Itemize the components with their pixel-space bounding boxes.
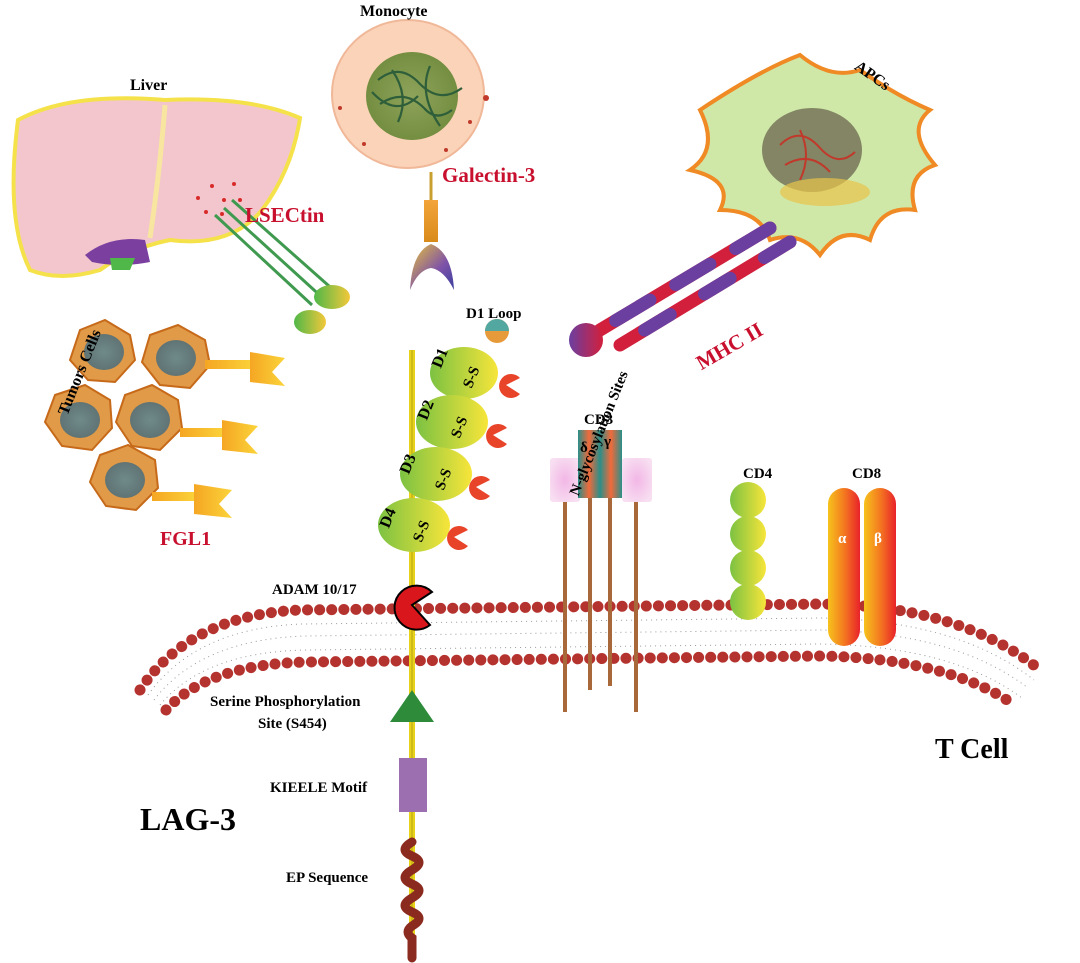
liver-dots xyxy=(196,182,242,216)
mhc-ii-molecule xyxy=(569,221,797,357)
label-d4: D4 xyxy=(377,506,400,531)
tumor-cell xyxy=(114,383,184,452)
galectin-stalk xyxy=(424,200,438,242)
ep-sequence xyxy=(400,837,424,963)
tumor-cells xyxy=(43,318,285,518)
label-serine-2: Site (S454) xyxy=(258,716,327,732)
label-lsectin: LSECtin xyxy=(245,203,325,227)
label-lag3: LAG-3 xyxy=(140,801,236,837)
domain-d2 xyxy=(416,395,488,449)
label-ss-d3: S-S xyxy=(432,466,455,492)
cell-membrane xyxy=(134,598,1046,716)
label-gamma: γ xyxy=(603,434,611,450)
liver-illustration xyxy=(11,96,303,278)
label-tcell: T Cell xyxy=(935,734,1009,765)
tumor-cell xyxy=(88,443,160,512)
galectin-cup xyxy=(410,244,454,290)
fgl1-ligands xyxy=(152,352,285,518)
label-ep: EP Sequence xyxy=(286,870,368,886)
label-alpha: α xyxy=(838,531,847,547)
label-kieele: KIEELE Motif xyxy=(270,780,368,796)
label-d2: D2 xyxy=(415,398,438,423)
lsectin-receptor xyxy=(213,198,350,334)
tumor-cell xyxy=(140,323,212,390)
label-ss-d4: S-S xyxy=(410,518,433,544)
domain-d4 xyxy=(378,498,450,552)
serine-site xyxy=(390,690,434,722)
tumor-cell xyxy=(43,383,114,452)
label-cd4: CD4 xyxy=(743,466,773,482)
label-ss-d2: S-S xyxy=(448,414,471,440)
cd8-beta-chain xyxy=(864,488,896,646)
label-cd8: CD8 xyxy=(852,466,881,482)
monocyte-cell xyxy=(331,19,489,290)
label-d1: D1 xyxy=(429,346,452,371)
domain-d3 xyxy=(400,447,472,501)
cd4-receptor xyxy=(730,482,766,759)
cd8-receptor xyxy=(828,488,896,749)
glycosylation-sites xyxy=(447,374,520,551)
cd3-delta-chain xyxy=(578,430,600,498)
label-mhc-ii: MHC II xyxy=(692,317,767,374)
label-fgl1: FGL1 xyxy=(160,528,211,550)
label-d1-loop: D1 Loop xyxy=(466,306,521,322)
label-galectin: Galectin-3 xyxy=(442,163,535,187)
label-beta: β xyxy=(874,531,882,547)
label-monocyte: Monocyte xyxy=(360,3,428,20)
kieele-motif xyxy=(399,758,427,812)
label-liver: Liver xyxy=(130,77,167,94)
label-ss-d1: S-S xyxy=(460,364,483,390)
cd3-gamma-chain xyxy=(600,430,622,498)
lag3-receptor xyxy=(378,319,520,963)
cd8-alpha-chain xyxy=(828,488,860,646)
tumor-cell xyxy=(68,318,137,384)
domain-d1 xyxy=(430,347,498,399)
cd3-complex xyxy=(550,430,652,712)
label-adam: ADAM 10/17 xyxy=(272,582,357,598)
label-d3: D3 xyxy=(397,452,420,477)
label-cd3: CD3 xyxy=(584,412,613,428)
adam-protease xyxy=(393,584,434,631)
apc-cell xyxy=(569,52,939,357)
label-serine-1: Serine Phosphorylation xyxy=(210,694,361,710)
label-delta: δ xyxy=(580,440,588,456)
